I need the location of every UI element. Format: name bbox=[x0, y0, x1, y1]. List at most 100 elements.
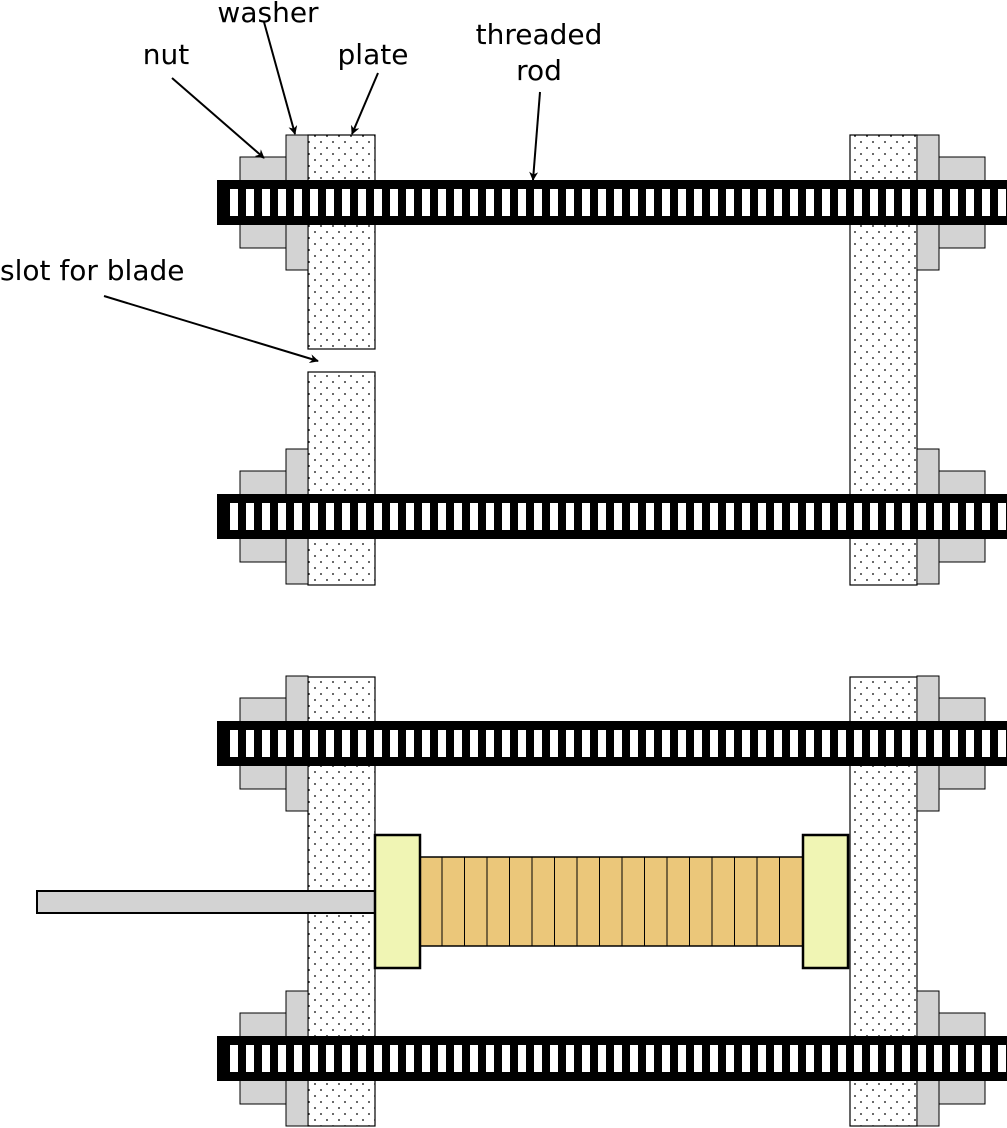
thread-gap bbox=[326, 503, 334, 530]
thread-gap bbox=[582, 189, 590, 216]
roller-end-right bbox=[801, 833, 850, 970]
label-threaded-rod-line1: threaded bbox=[476, 18, 603, 51]
thread-gap bbox=[726, 1045, 734, 1072]
thread-gap bbox=[598, 730, 606, 757]
thread-gap bbox=[742, 730, 750, 757]
thread-gap bbox=[854, 730, 862, 757]
thread-gap bbox=[662, 1045, 670, 1072]
thread-gap bbox=[662, 503, 670, 530]
thread-gap bbox=[422, 503, 430, 530]
plate-top-left-lower bbox=[307, 371, 376, 586]
thread-gap bbox=[822, 503, 830, 530]
thread-gap bbox=[966, 730, 974, 757]
thread-gap bbox=[294, 1045, 302, 1072]
thread-gap bbox=[646, 189, 654, 216]
thread-gap bbox=[422, 189, 430, 216]
thread-gap bbox=[838, 189, 846, 216]
thread-gap bbox=[278, 189, 286, 216]
thread-gap bbox=[790, 1045, 798, 1072]
thread-gap bbox=[726, 730, 734, 757]
thread-gap bbox=[630, 189, 638, 216]
thread-gap bbox=[246, 730, 254, 757]
thread-gap bbox=[694, 503, 702, 530]
thread-gap bbox=[390, 503, 398, 530]
roller-assembly bbox=[36, 833, 850, 970]
thread-gap bbox=[262, 189, 270, 216]
thread-gap bbox=[454, 189, 462, 216]
thread-gap bbox=[502, 1045, 510, 1072]
thread-gap bbox=[918, 189, 926, 216]
thread-gap bbox=[406, 730, 414, 757]
arrow-washer bbox=[263, 21, 298, 135]
threaded-rods bbox=[217, 180, 1007, 1081]
thread-gap bbox=[854, 503, 862, 530]
thread-gap bbox=[230, 1045, 238, 1072]
thread-gap bbox=[566, 503, 574, 530]
thread-gap bbox=[950, 730, 958, 757]
thread-gap bbox=[902, 730, 910, 757]
thread-gap bbox=[582, 503, 590, 530]
thread-gap bbox=[310, 730, 318, 757]
thread-gap bbox=[358, 730, 366, 757]
thread-gap bbox=[758, 1045, 766, 1072]
thread-gap bbox=[502, 503, 510, 530]
thread-gap bbox=[646, 1045, 654, 1072]
arrow-nut bbox=[171, 77, 265, 159]
thread-gap bbox=[486, 189, 494, 216]
label-nut: nut bbox=[143, 38, 189, 71]
thread-gap bbox=[342, 189, 350, 216]
thread-gap bbox=[342, 503, 350, 530]
thread-gap bbox=[358, 189, 366, 216]
thread-gap bbox=[982, 503, 990, 530]
thread-gap bbox=[342, 730, 350, 757]
thread-gap bbox=[822, 189, 830, 216]
threaded-rod-3 bbox=[217, 1036, 1007, 1081]
thread-gap bbox=[406, 189, 414, 216]
thread-gap bbox=[614, 730, 622, 757]
thread-gap bbox=[998, 189, 1006, 216]
thread-gap bbox=[694, 730, 702, 757]
thread-gap bbox=[278, 730, 286, 757]
thread-gap bbox=[854, 189, 862, 216]
threaded-rod-2 bbox=[217, 721, 1007, 766]
label-slot-for-blade: slot for blade bbox=[0, 254, 185, 287]
thread-gap bbox=[518, 189, 526, 216]
thread-gap bbox=[534, 189, 542, 216]
thread-gap bbox=[310, 503, 318, 530]
thread-gap bbox=[934, 730, 942, 757]
thread-gap bbox=[502, 189, 510, 216]
thread-gap bbox=[518, 503, 526, 530]
thread-gap bbox=[934, 1045, 942, 1072]
thread-gap bbox=[678, 189, 686, 216]
thread-gap bbox=[374, 730, 382, 757]
thread-gap bbox=[374, 503, 382, 530]
thread-gap bbox=[854, 1045, 862, 1072]
thread-gap bbox=[550, 503, 558, 530]
thread-gap bbox=[630, 730, 638, 757]
thread-gap bbox=[406, 503, 414, 530]
thread-gap bbox=[486, 730, 494, 757]
thread-gap bbox=[566, 730, 574, 757]
thread-gap bbox=[278, 1045, 286, 1072]
thread-gap bbox=[390, 1045, 398, 1072]
thread-gap bbox=[678, 730, 686, 757]
thread-gap bbox=[454, 1045, 462, 1072]
thread-gap bbox=[870, 730, 878, 757]
thread-gap bbox=[326, 730, 334, 757]
thread-gap bbox=[870, 189, 878, 216]
thread-gap bbox=[374, 189, 382, 216]
thread-gap bbox=[870, 1045, 878, 1072]
thread-gap bbox=[774, 730, 782, 757]
thread-gap bbox=[262, 1045, 270, 1072]
thread-gap bbox=[982, 730, 990, 757]
arrow-plate bbox=[351, 72, 379, 135]
thread-gap bbox=[582, 1045, 590, 1072]
threaded-rod-1 bbox=[217, 494, 1007, 539]
thread-gap bbox=[886, 189, 894, 216]
thread-gap bbox=[806, 189, 814, 216]
thread-gap bbox=[390, 189, 398, 216]
thread-gap bbox=[614, 189, 622, 216]
label-threaded-rod-line2: rod bbox=[516, 54, 562, 87]
thread-gap bbox=[758, 189, 766, 216]
thread-gap bbox=[294, 503, 302, 530]
